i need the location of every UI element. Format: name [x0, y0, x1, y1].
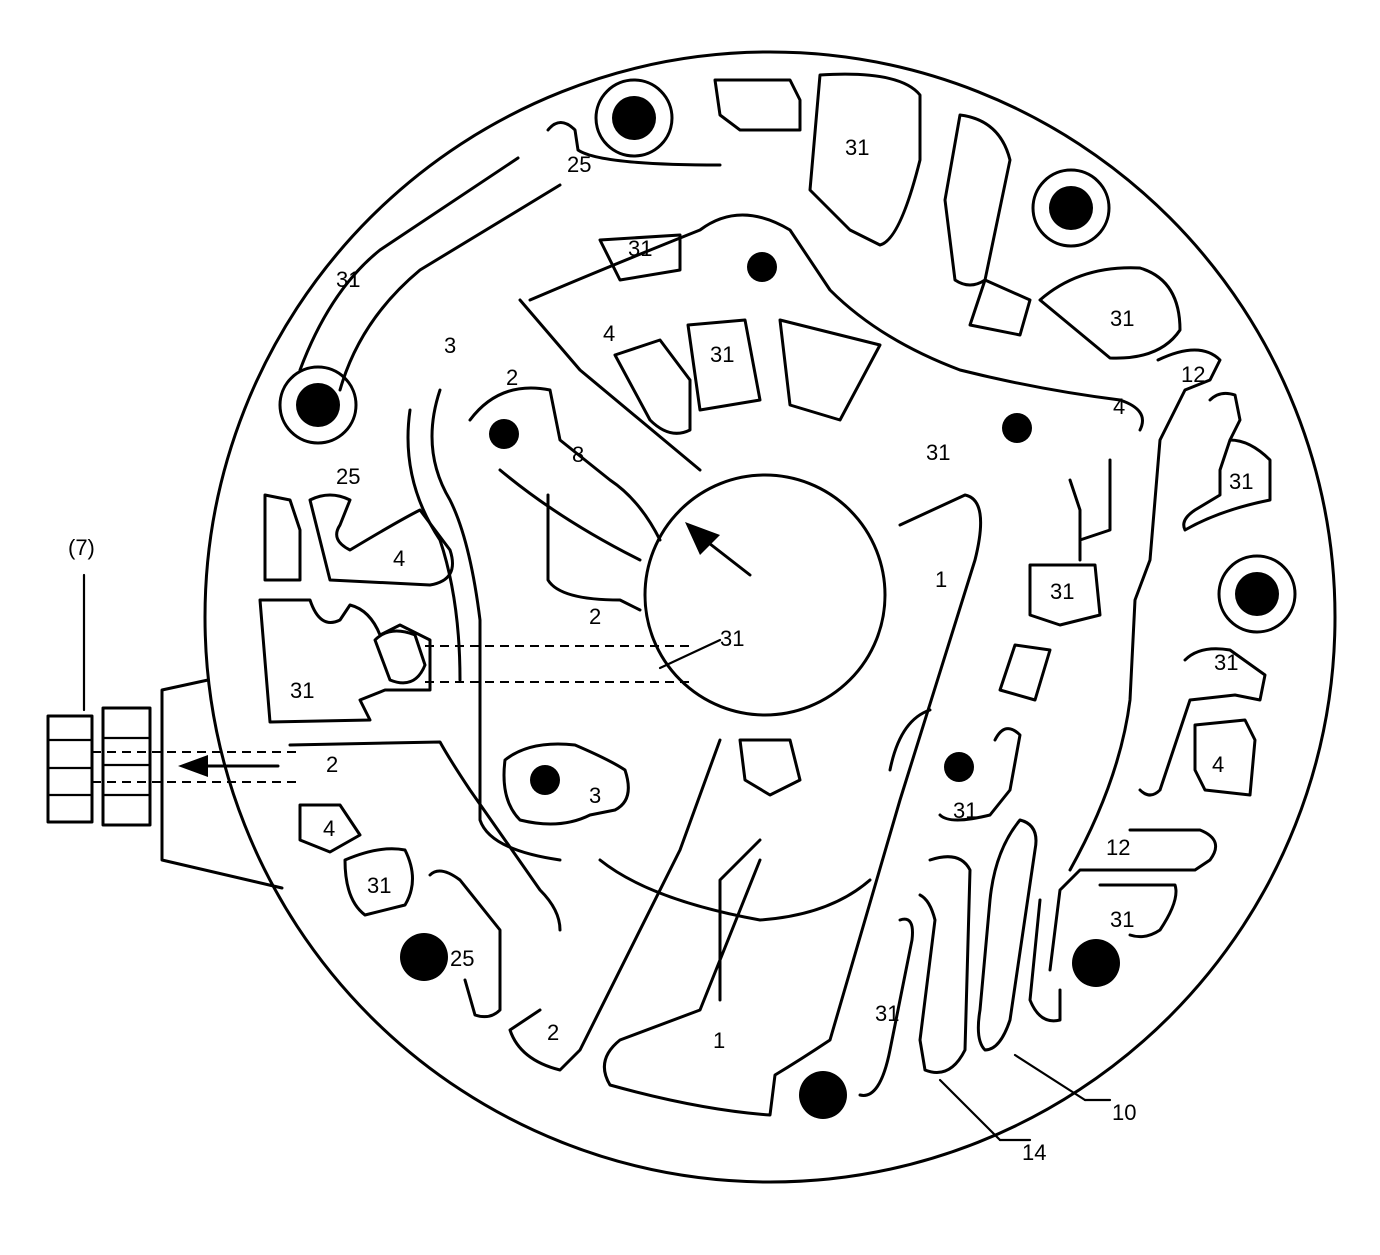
passage-label: 4: [1212, 752, 1224, 777]
passage-label: 25: [336, 464, 360, 489]
passage-label: 31: [1110, 306, 1134, 331]
passage-label: 31: [720, 626, 744, 651]
callout-10: 10: [1112, 1100, 1136, 1125]
leader-10: [1013, 1053, 1087, 1102]
passage-label: 4: [1113, 394, 1125, 419]
passage-label: 31: [1050, 579, 1074, 604]
flow-arrow-centre: [685, 522, 720, 555]
fitting-boss: [160, 678, 284, 890]
passage-label: 2: [547, 1020, 559, 1045]
bolt-hole-4: [1235, 572, 1279, 616]
passage-label: 31: [953, 798, 977, 823]
passage-label: 31: [710, 342, 734, 367]
dowel-hole-5: [944, 752, 974, 782]
passage-label: 2: [506, 365, 518, 390]
passage-label: 31: [290, 678, 314, 703]
dowel-hole-3: [1002, 413, 1032, 443]
bolt-holes: [278, 78, 1297, 1119]
bolt-hole-7: [799, 1071, 847, 1119]
passage-label: 8: [572, 442, 584, 467]
leader-31-centre: [658, 638, 722, 670]
passage-label: 31: [926, 440, 950, 465]
passage-label: 2: [589, 604, 601, 629]
bolt-hole-6: [1072, 939, 1120, 987]
oil-passages: [258, 72, 1272, 1117]
central-bore: [643, 473, 887, 717]
callout-14: 14: [1022, 1140, 1046, 1165]
passage-label: 31: [628, 236, 652, 261]
passage-label: 25: [450, 946, 474, 971]
fitting-assembly: [46, 573, 284, 890]
dowel-hole-1: [747, 252, 777, 282]
bolt-hole-5: [400, 933, 448, 981]
passage-label: 4: [393, 546, 405, 571]
flow-arrow-left: [178, 755, 208, 777]
dowel-hole-2: [489, 419, 519, 449]
passage-label: 31: [1229, 469, 1253, 494]
passage-label: 31: [845, 135, 869, 160]
flow-path-dashed: [92, 645, 690, 783]
passage-label: 31: [1110, 907, 1134, 932]
pump-body-outline: [203, 50, 1337, 1184]
passage-label: 31: [875, 1001, 899, 1026]
passage-label: 31: [367, 873, 391, 898]
passage-label: 12: [1181, 362, 1205, 387]
leader-14: [938, 1078, 1002, 1142]
passage-label: 1: [935, 567, 947, 592]
dowel-hole-4: [530, 765, 560, 795]
bolt-hole-3: [296, 383, 340, 427]
passage-label: 4: [323, 816, 335, 841]
passage-label: 31: [1214, 650, 1238, 675]
passage-label: 25: [567, 152, 591, 177]
passage-label: 1: [713, 1028, 725, 1053]
bolt-hole-1: [612, 96, 656, 140]
passage-label: 2: [326, 752, 338, 777]
fitting-hex-nut-small: [46, 714, 94, 824]
passage-label: 12: [1106, 835, 1130, 860]
passage-label: 3: [589, 783, 601, 808]
passage-label: 4: [603, 321, 615, 346]
fitting-hex-nut-large: [101, 706, 152, 827]
hex-nut-flats: [101, 736, 152, 797]
hex-nut-flats-small: [46, 738, 94, 797]
bolt-hole-2: [1049, 186, 1093, 230]
passage-label: 31: [336, 267, 360, 292]
callout-7: (7): [68, 535, 95, 560]
passage-label: 3: [444, 333, 456, 358]
